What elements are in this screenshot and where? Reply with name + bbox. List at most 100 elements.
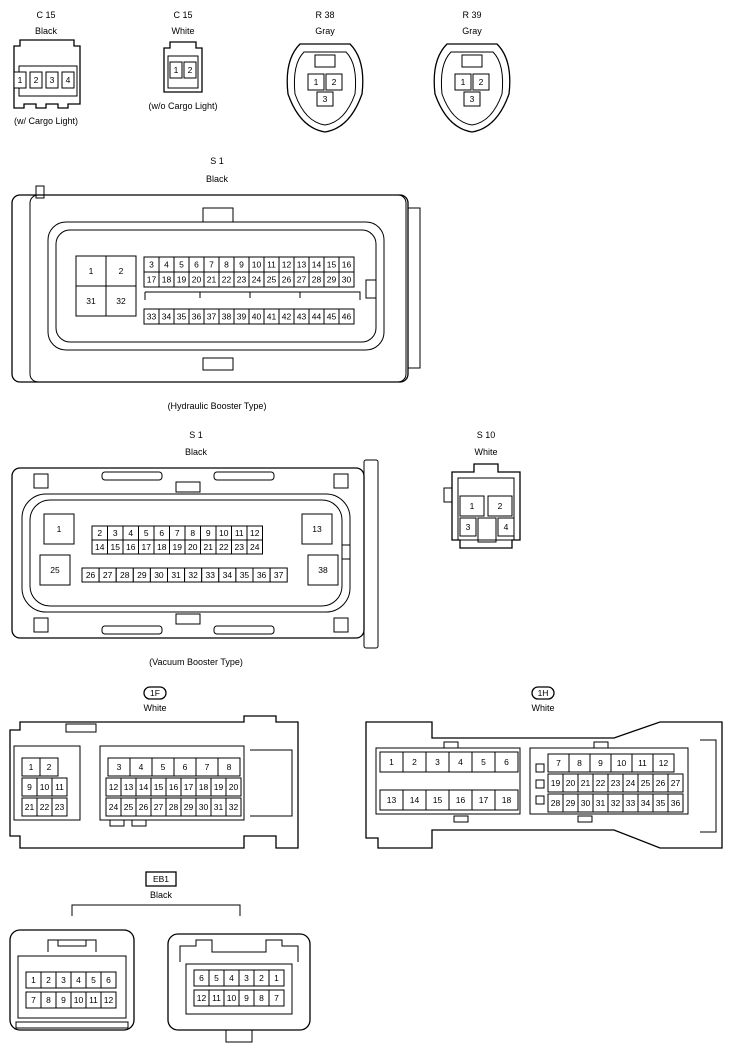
pin: 4	[139, 762, 144, 772]
pin: 14	[410, 795, 420, 805]
pin: 30	[342, 275, 352, 285]
pin: 13	[312, 524, 322, 534]
pin: 32	[116, 296, 126, 306]
pin-row: 1 2 3 4	[13, 71, 75, 89]
pin: 19	[177, 275, 187, 285]
pin: 5	[214, 973, 219, 983]
pin: 2	[34, 75, 39, 85]
pin: 22	[596, 778, 606, 788]
pin: 26	[282, 275, 292, 285]
pin: 33	[206, 570, 216, 580]
pin: 4	[504, 522, 509, 532]
pin: 10	[40, 782, 50, 792]
pin: 26	[86, 570, 96, 580]
pin: 27	[297, 275, 307, 285]
pin: 9	[61, 995, 66, 1005]
pin: 10	[74, 995, 84, 1005]
pin-cell	[39, 757, 59, 777]
pin: 18	[162, 275, 172, 285]
pin: 1	[470, 501, 475, 511]
pin: 8	[577, 758, 582, 768]
pin: 1	[314, 77, 319, 87]
connector-code: S 1	[189, 430, 203, 440]
connector-color: Gray	[462, 26, 482, 36]
pin: 2	[119, 266, 124, 276]
pin-cell	[100, 971, 117, 989]
connector-code: EB1	[153, 874, 169, 884]
pin: 4	[128, 528, 133, 538]
pin: 14	[139, 782, 149, 792]
connector-code: C 15	[36, 10, 55, 20]
pin: 11	[235, 528, 244, 538]
pin-cell	[246, 539, 263, 555]
connector-note: (Hydraulic Booster Type)	[168, 401, 267, 411]
pin: 29	[137, 570, 147, 580]
pin-cell	[217, 757, 241, 777]
pin: 30	[199, 802, 209, 812]
pin: 33	[626, 798, 636, 808]
pin: 25	[50, 565, 60, 575]
pin: 25	[641, 778, 651, 788]
pin: 2	[47, 762, 52, 772]
pin: 24	[626, 778, 636, 788]
pin: 3	[113, 528, 118, 538]
pin: 9	[239, 260, 244, 270]
pin: 1	[89, 266, 94, 276]
pin: 4	[164, 260, 169, 270]
connector-note: (Vacuum Booster Type)	[149, 657, 243, 667]
pin-cell	[338, 308, 355, 325]
pin: 22	[222, 275, 232, 285]
pin: 3	[61, 975, 66, 985]
pin-cell	[100, 991, 117, 1009]
pin: 7	[205, 762, 210, 772]
pin: 15	[327, 260, 337, 270]
pin: 34	[641, 798, 651, 808]
pin: 10	[617, 758, 627, 768]
pin: 12	[250, 528, 260, 538]
connector-s10: S 10 White 1 2 3 4	[443, 430, 521, 549]
pin: 13	[387, 795, 397, 805]
connector-c15-black: C 15 Black 1 2 3 4 (w/ Cargo Light)	[13, 10, 81, 126]
pin: 12	[282, 260, 292, 270]
pin: 41	[267, 312, 277, 322]
pin: 38	[222, 312, 232, 322]
pin: 3	[117, 762, 122, 772]
pin: 23	[55, 802, 65, 812]
pin-cell	[494, 751, 519, 773]
pin: 15	[111, 542, 121, 552]
pin: 7	[556, 758, 561, 768]
connector-color: Black	[35, 26, 58, 36]
pin: 17	[142, 542, 152, 552]
pin: 1	[174, 65, 179, 75]
pin: 6	[106, 975, 111, 985]
pin: 12	[659, 758, 669, 768]
pin: 33	[147, 312, 157, 322]
pin: 22	[219, 542, 229, 552]
pin: 40	[252, 312, 262, 322]
pin: 21	[207, 275, 217, 285]
pin: 1	[461, 77, 466, 87]
pin: 36	[257, 570, 267, 580]
pin: 8	[46, 995, 51, 1005]
pin: 3	[435, 757, 440, 767]
pin: 11	[212, 993, 221, 1003]
pin: 18	[157, 542, 167, 552]
pin: 25	[124, 802, 134, 812]
pin: 16	[169, 782, 179, 792]
pin: 9	[27, 782, 32, 792]
pin: 29	[184, 802, 194, 812]
pin: 11	[55, 782, 64, 792]
pin: 5	[161, 762, 166, 772]
pin: 4	[66, 75, 71, 85]
pin: 17	[147, 275, 157, 285]
pin: 10	[219, 528, 229, 538]
pin: 27	[671, 778, 681, 788]
pin: 3	[50, 75, 55, 85]
pin: 5	[179, 260, 184, 270]
pin: 6	[194, 260, 199, 270]
connector-color: White	[171, 26, 194, 36]
pin: 7	[274, 993, 279, 1003]
